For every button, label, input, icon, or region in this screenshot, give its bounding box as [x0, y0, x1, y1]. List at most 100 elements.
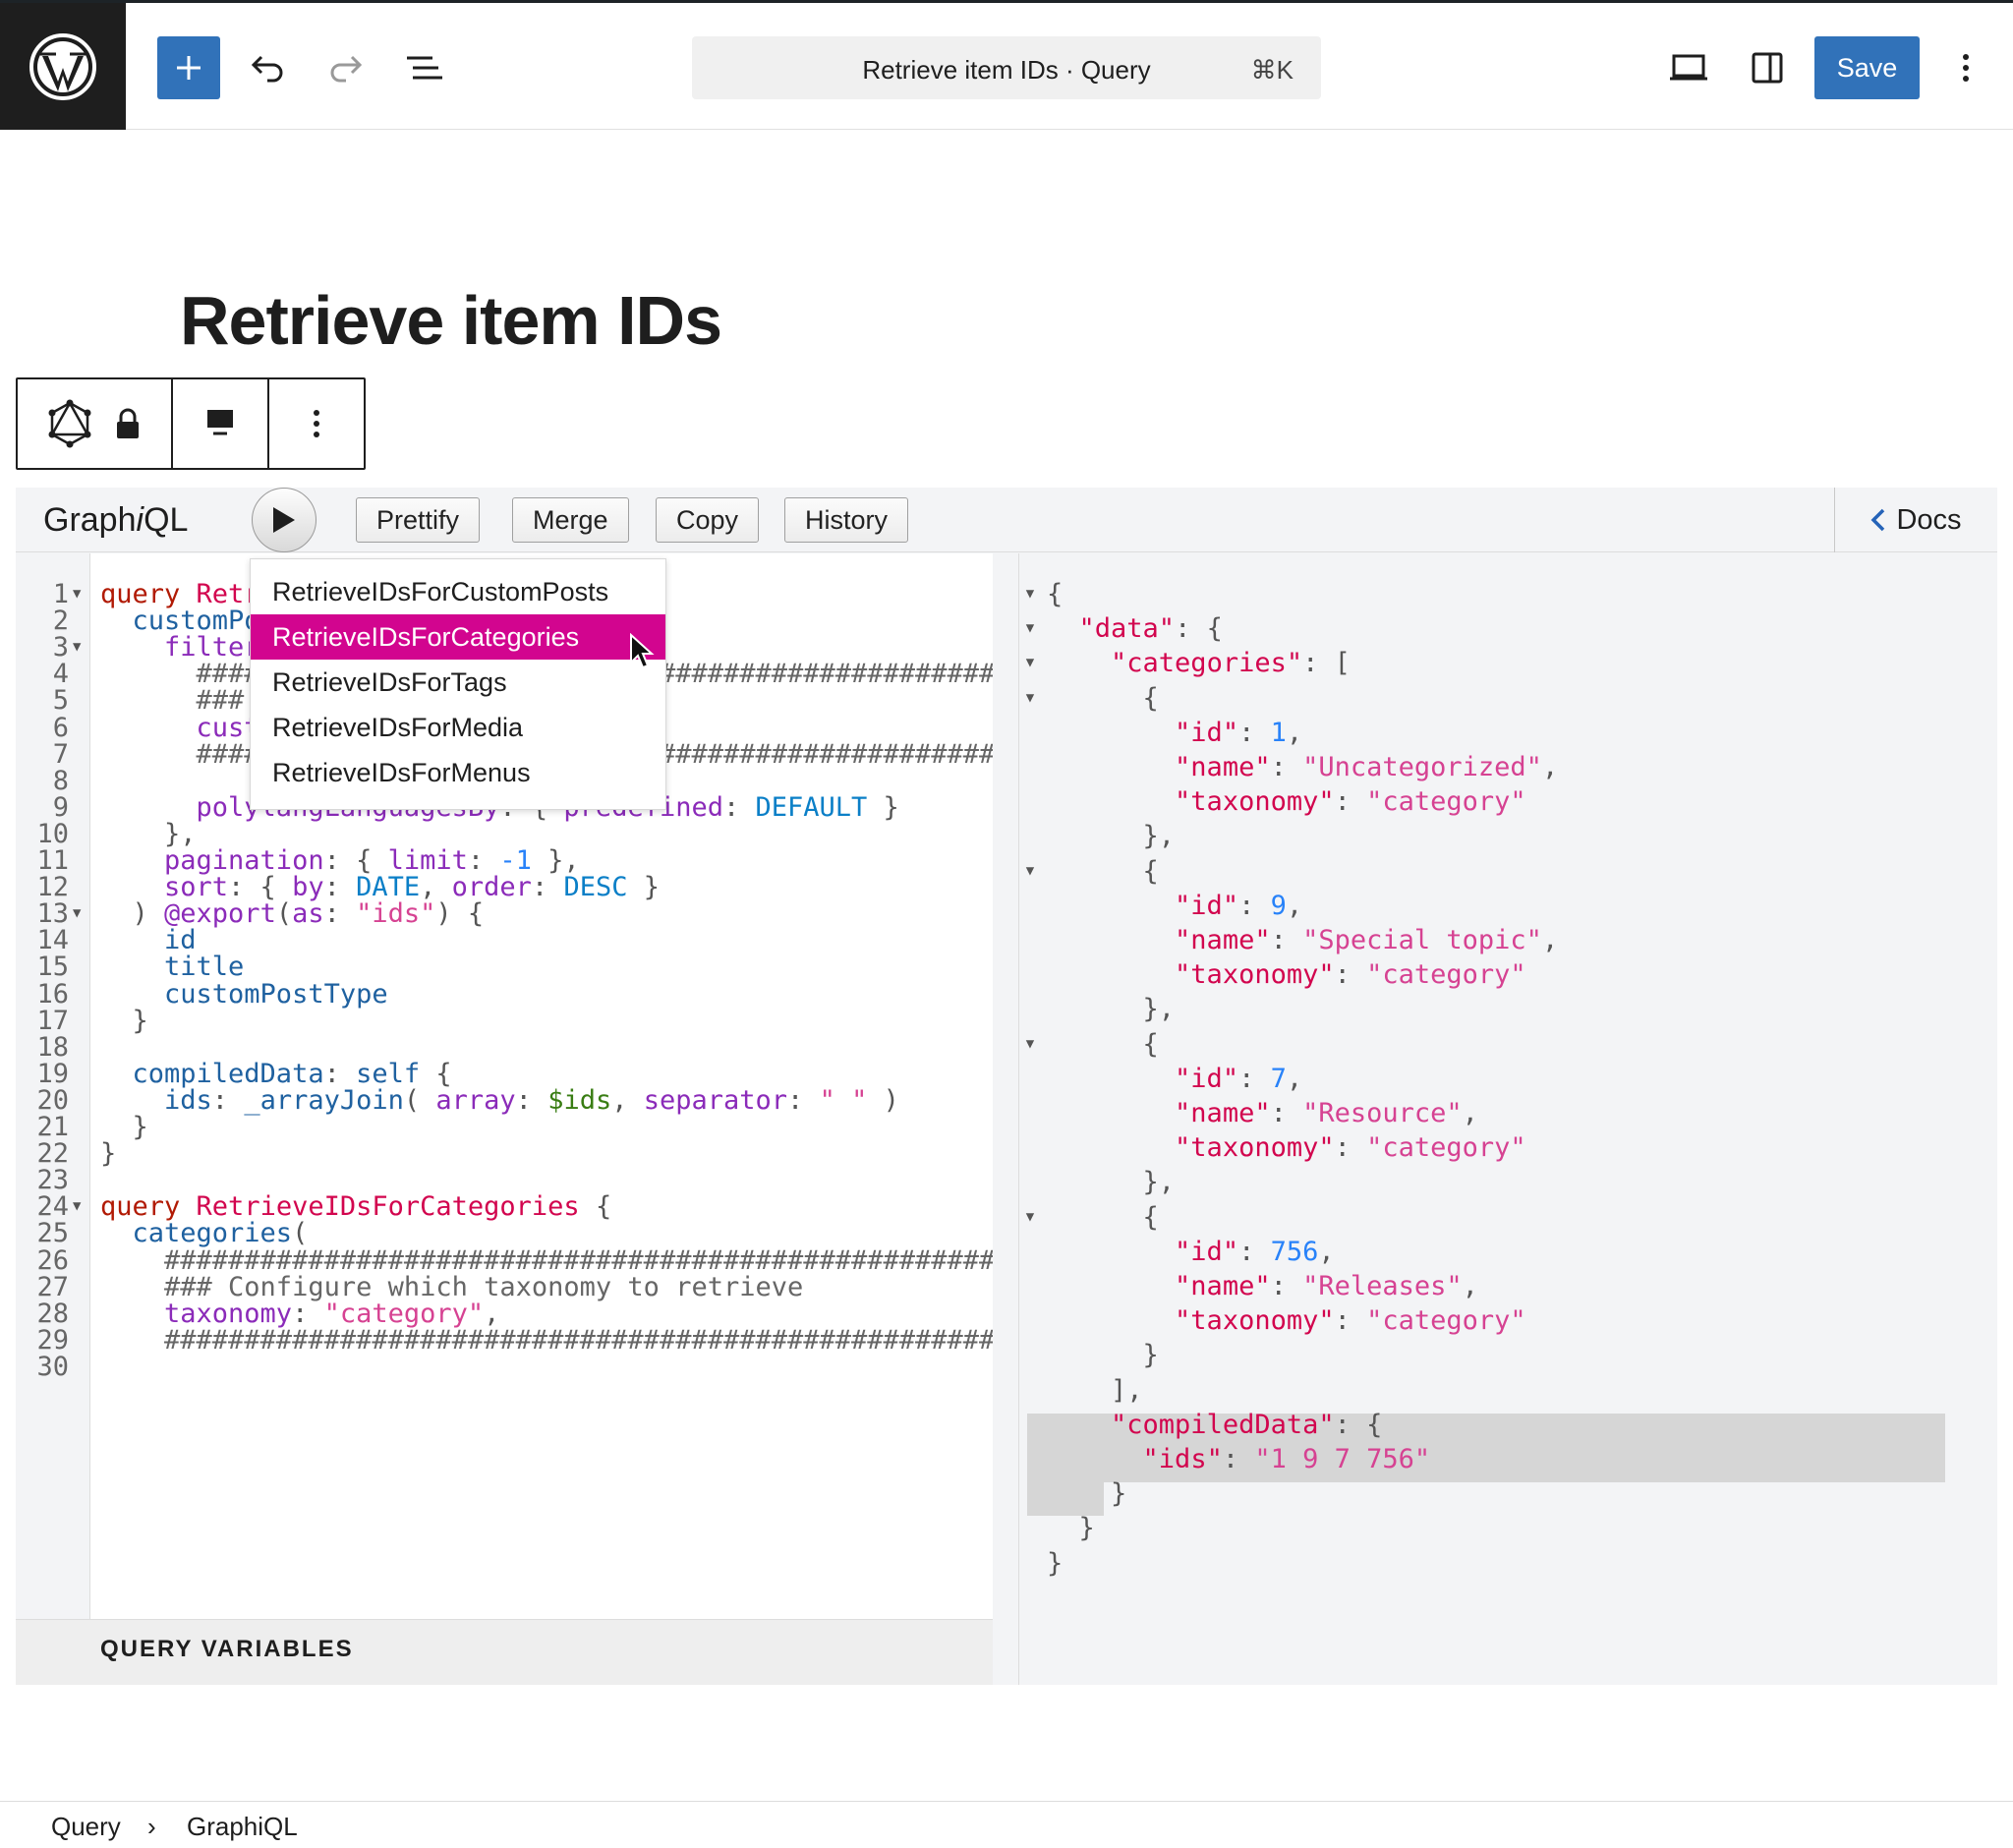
result-line: "id": 9, — [1019, 889, 1998, 923]
page-title[interactable]: Retrieve item IDs — [180, 281, 721, 360]
merge-button[interactable]: Merge — [512, 497, 629, 543]
result-token: "name" — [1175, 752, 1271, 782]
result-token — [1047, 752, 1175, 782]
result-text: "id": 756, — [1047, 1235, 1335, 1269]
result-text: "taxonomy": "category" — [1047, 784, 1526, 819]
result-line: ], — [1019, 1373, 1998, 1408]
line-number: 30 — [16, 1350, 69, 1384]
block-options-button[interactable] — [269, 379, 364, 468]
document-title: Retrieve item IDs · Query — [692, 55, 1321, 86]
block-align-button[interactable] — [173, 379, 269, 468]
result-token: "1 9 7 756" — [1254, 1444, 1430, 1474]
result-text: { — [1047, 681, 1159, 716]
result-token: "taxonomy" — [1175, 786, 1335, 817]
result-token: "Special topic" — [1302, 925, 1542, 955]
preview-button[interactable] — [1657, 36, 1720, 99]
result-token: : — [1223, 1444, 1255, 1474]
result-line: "name": "Special topic", — [1019, 923, 1998, 957]
execute-query-button[interactable] — [252, 488, 316, 552]
result-text: "ids": "1 9 7 756" — [1047, 1442, 1430, 1476]
save-button[interactable]: Save — [1814, 36, 1920, 99]
breadcrumb-query[interactable]: Query — [51, 1812, 121, 1842]
operation-menu-item[interactable]: RetrieveIDsForMedia — [251, 705, 665, 750]
options-menu-button[interactable] — [1946, 36, 1985, 99]
result-text: }, — [1047, 819, 1175, 853]
fold-toggle-icon[interactable]: ▼ — [1019, 681, 1041, 716]
result-token: "Releases" — [1302, 1271, 1463, 1301]
copy-button[interactable]: Copy — [656, 497, 759, 543]
result-text: { — [1047, 1027, 1159, 1062]
result-token: : — [1335, 1132, 1367, 1163]
result-text: "id": 7, — [1047, 1062, 1302, 1096]
result-token: , — [1318, 1237, 1334, 1267]
result-token — [1047, 1444, 1143, 1474]
result-token: { — [1047, 1029, 1159, 1060]
fold-toggle-icon[interactable]: ▼ — [1019, 1200, 1041, 1235]
operation-menu-item[interactable]: RetrieveIDsForTags — [251, 660, 665, 705]
result-token — [1047, 1410, 1111, 1440]
docs-button[interactable]: Docs — [1834, 488, 1997, 552]
redo-button[interactable] — [315, 36, 377, 99]
operation-menu-item[interactable]: RetrieveIDsForMenus — [251, 750, 665, 795]
result-line: "name": "Uncategorized", — [1019, 750, 1998, 784]
breadcrumb-separator: › — [147, 1812, 156, 1842]
result-line: "id": 756, — [1019, 1235, 1998, 1269]
result-text: } — [1047, 1476, 1126, 1511]
document-overview-button[interactable] — [393, 36, 456, 99]
block-breadcrumb-bar: Query › GraphiQL — [0, 1801, 2013, 1848]
result-token: : — [1335, 959, 1367, 990]
result-token — [1047, 1305, 1175, 1336]
operation-menu-item[interactable]: RetrieveIDsForCategories — [251, 614, 665, 660]
result-line: }, — [1019, 992, 1998, 1026]
result-line: ▼ { — [1019, 1027, 1998, 1062]
add-block-button[interactable] — [157, 36, 220, 99]
graphiql-logo-italic: i — [137, 501, 144, 539]
command-palette-bar[interactable]: Retrieve item IDs · Query ⌘K — [692, 36, 1321, 99]
result-text: "taxonomy": "category" — [1047, 957, 1526, 992]
operation-menu-item[interactable]: RetrieveIDsForCustomPosts — [251, 569, 665, 614]
result-token — [1047, 891, 1175, 921]
result-token: : — [1271, 925, 1303, 955]
fold-toggle-icon[interactable]: ▼ — [1019, 611, 1041, 646]
result-text: "name": "Releases", — [1047, 1269, 1478, 1303]
block-toolbar — [16, 377, 366, 470]
result-line: ▼ "categories": [ — [1019, 646, 1998, 680]
result-line: "compiledData": { — [1019, 1408, 1998, 1442]
settings-sidebar-button[interactable] — [1736, 36, 1799, 99]
code-line[interactable]: 30 — [16, 1350, 993, 1384]
result-line: ▼{ — [1019, 577, 1998, 611]
undo-button[interactable] — [236, 36, 299, 99]
query-variables-header[interactable]: QUERY VARIABLES — [16, 1619, 993, 1685]
result-line: "name": "Resource", — [1019, 1096, 1998, 1130]
breadcrumb-graphiql[interactable]: GraphiQL — [187, 1812, 298, 1842]
result-token: "ids" — [1143, 1444, 1223, 1474]
result-text: "id": 9, — [1047, 889, 1302, 923]
fold-toggle-icon[interactable]: ▼ — [1019, 854, 1041, 889]
history-button[interactable]: History — [784, 497, 908, 543]
result-text: }, — [1047, 992, 1175, 1026]
result-token: "category" — [1366, 1132, 1526, 1163]
result-token — [1047, 959, 1175, 990]
result-line: "taxonomy": "category" — [1019, 784, 1998, 819]
result-token: "id" — [1175, 1064, 1238, 1094]
fold-toggle-icon[interactable]: ▼ — [1019, 646, 1041, 680]
block-type-switcher[interactable] — [18, 379, 173, 468]
wordpress-logo-button[interactable] — [0, 3, 126, 130]
result-token: } — [1047, 1478, 1126, 1509]
result-line: "ids": "1 9 7 756" — [1019, 1442, 1998, 1476]
result-token: "name" — [1175, 925, 1271, 955]
fold-toggle-icon[interactable]: ▼ — [1019, 1027, 1041, 1062]
result-token: : — [1238, 1237, 1271, 1267]
result-text: "name": "Uncategorized", — [1047, 750, 1558, 784]
result-text: { — [1047, 854, 1159, 889]
result-text: { — [1047, 1200, 1159, 1235]
fold-toggle-icon[interactable]: ▼ — [1019, 577, 1041, 611]
result-token — [1047, 786, 1175, 817]
result-viewer: ▼{▼ "data": {▼ "categories": [▼ { "id": … — [1018, 553, 1997, 1685]
result-token — [1047, 718, 1175, 748]
result-line: ▼ { — [1019, 854, 1998, 889]
result-line: "taxonomy": "category" — [1019, 1130, 1998, 1165]
result-text: "compiledData": { — [1047, 1408, 1382, 1442]
prettify-button[interactable]: Prettify — [356, 497, 480, 543]
result-text: "name": "Special topic", — [1047, 923, 1558, 957]
